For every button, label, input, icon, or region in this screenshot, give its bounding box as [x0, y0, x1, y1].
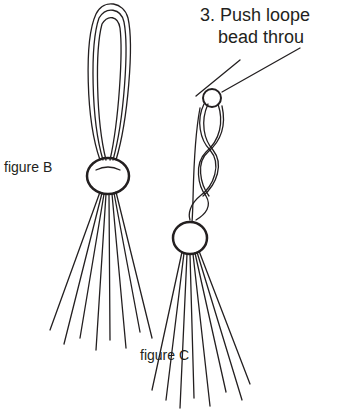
loop-figure-c	[189, 104, 223, 222]
step-text: 3. Push loope	[200, 6, 310, 26]
strands-figure-c	[152, 251, 250, 408]
bead-hole	[96, 167, 120, 170]
figure-label: figure C	[140, 348, 189, 363]
step-text: bead throu	[218, 28, 304, 48]
strands-figure-b	[50, 192, 152, 350]
loop-figure-b	[88, 4, 130, 160]
bead-figure-c	[173, 222, 207, 254]
figure-label: figure B	[4, 160, 52, 175]
bead-figure-b	[87, 158, 129, 194]
hook-line	[222, 48, 300, 92]
